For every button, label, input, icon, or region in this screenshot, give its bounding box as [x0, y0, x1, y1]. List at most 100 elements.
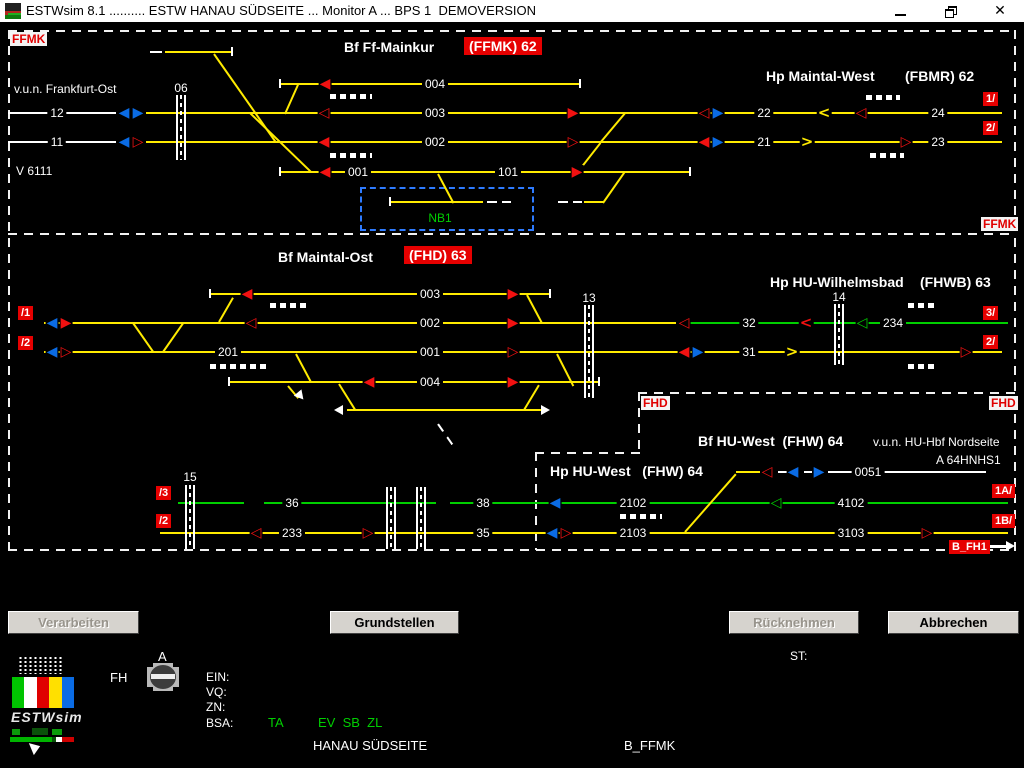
track-label-004: 004	[416, 375, 444, 389]
signal-blue-right-icon[interactable]: ▶	[131, 105, 145, 121]
neighbor-label-fhd-left: FHD	[641, 396, 670, 410]
signal-red-left-icon[interactable]: ◀	[697, 134, 711, 150]
mode-knob[interactable]	[147, 663, 179, 691]
close-button[interactable]: ✕	[985, 0, 1015, 21]
signal-red-left-outline-icon[interactable]: ◁	[249, 525, 263, 541]
platform-marker	[620, 514, 662, 519]
signal-red-right-icon[interactable]: ▶	[506, 286, 520, 302]
track-001-fhd	[44, 351, 1002, 353]
signal-red-left-outline-icon[interactable]: ◁	[317, 105, 331, 121]
signal-blue-right-icon[interactable]: ▶	[711, 134, 725, 150]
signal-red-right-icon[interactable]: ▶	[566, 105, 580, 121]
signal-blue-left-icon[interactable]: ◀	[545, 525, 559, 541]
signal-red-right-outline-icon[interactable]: ▷	[59, 344, 73, 360]
track-dash	[804, 471, 812, 473]
direction-chevron-right-icon[interactable]: >	[799, 132, 815, 151]
crossing-06	[176, 95, 178, 160]
nb1-label: NB1	[428, 211, 452, 225]
verarbeiten-button[interactable]: Verarbeiten	[8, 611, 139, 634]
region-label: HANAU SÜDSEITE	[313, 738, 428, 753]
logo-dots	[18, 656, 64, 674]
signal-red-left-outline-icon[interactable]: ◁	[854, 105, 868, 121]
entry-badge-2: /2	[18, 336, 34, 350]
direction-chevron-right-icon[interactable]: >	[784, 342, 800, 361]
signal-red-left-icon[interactable]: ◀	[240, 286, 254, 302]
abbrechen-button[interactable]: Abbrechen	[888, 611, 1019, 634]
signal-red-left-outline-icon[interactable]: ◁	[677, 315, 691, 331]
signal-red-right-outline-icon[interactable]: ▷	[899, 134, 913, 150]
track-32-green	[690, 322, 1008, 324]
signal-red-left-icon[interactable]: ◀	[677, 344, 691, 360]
signal-red-right-icon[interactable]: ▶	[506, 315, 520, 331]
signal-red-left-outline-icon[interactable]: ◁	[697, 105, 711, 121]
platform-marker	[870, 153, 904, 158]
signal-red-left-icon[interactable]: ◀	[362, 374, 376, 390]
border-left	[8, 30, 10, 551]
crossing-marker	[390, 487, 392, 549]
restore-button[interactable]	[935, 0, 965, 21]
track-label-001: 001	[416, 345, 444, 359]
entry-badge-1: /1	[18, 306, 34, 320]
signal-red-left-icon[interactable]: ◀	[318, 164, 332, 180]
signal-red-right-outline-icon[interactable]: ▷	[361, 525, 375, 541]
signal-blue-left-icon[interactable]: ◀	[548, 495, 562, 511]
track-label-233: 233	[278, 526, 306, 540]
signal-red-right-icon[interactable]: ▶	[506, 374, 520, 390]
track-segment	[584, 201, 604, 203]
crossing-15	[193, 485, 195, 549]
ta-value: TA	[268, 715, 284, 730]
track-dash	[487, 201, 497, 203]
st-label: ST:	[790, 649, 808, 663]
logo-meter-segment	[32, 728, 48, 735]
window-title: ESTWsim 8.1 .......... ESTW HANAU SÜDSEI…	[26, 3, 536, 18]
track-end-tick	[231, 47, 233, 56]
platform-marker	[270, 303, 310, 308]
continuation-arrow-left-icon	[334, 405, 343, 415]
nb1-track	[391, 201, 483, 203]
signal-blue-right-icon[interactable]: ▶	[812, 464, 826, 480]
crossing-14-label: 14	[832, 290, 846, 304]
track-label-002: 002	[416, 316, 444, 330]
signal-blue-left-icon[interactable]: ◀	[117, 134, 131, 150]
signal-red-left-outline-icon[interactable]: ◁	[760, 464, 774, 480]
signal-red-right-outline-icon[interactable]: ▷	[506, 344, 520, 360]
knob-slot	[151, 674, 175, 679]
crossing-06	[184, 95, 186, 160]
signal-red-right-outline-icon[interactable]: ▷	[920, 525, 934, 541]
signal-blue-right-icon[interactable]: ▶	[691, 344, 705, 360]
signal-red-left-icon[interactable]: ◀	[318, 76, 332, 92]
minimize-button[interactable]	[885, 0, 915, 21]
signal-red-right-outline-icon[interactable]: ▷	[131, 134, 145, 150]
direction-chevron-left-icon[interactable]: <	[816, 103, 832, 122]
direction-chevron-left-icon[interactable]: <	[798, 313, 814, 332]
signal-blue-left-icon[interactable]: ◀	[117, 105, 131, 121]
logo-meter-segment	[12, 729, 20, 735]
ruecknehmen-button[interactable]: Rücknehmen	[729, 611, 859, 634]
signal-red-left-icon[interactable]: ◀	[317, 134, 331, 150]
signal-blue-left-icon[interactable]: ◀	[45, 344, 59, 360]
track-diagonal	[526, 294, 543, 324]
continuation-dash	[437, 423, 455, 448]
signal-red-right-outline-icon[interactable]: ▷	[559, 525, 573, 541]
signal-red-left-outline-icon[interactable]: ◁	[244, 315, 258, 331]
signal-green-left-outline-icon[interactable]: ◁	[855, 315, 869, 331]
restore-icon	[944, 5, 957, 18]
signal-red-right-outline-icon[interactable]: ▷	[566, 134, 580, 150]
signal-blue-right-icon[interactable]: ▶	[711, 105, 725, 121]
signal-blue-left-icon[interactable]: ◀	[45, 315, 59, 331]
grundstellen-button[interactable]: Grundstellen	[330, 611, 459, 634]
signal-red-right-icon[interactable]: ▶	[570, 164, 584, 180]
track-label-2102: 2102	[616, 496, 650, 510]
track-002-fhd	[44, 322, 676, 324]
crossing-15	[189, 485, 191, 549]
signal-red-right-outline-icon[interactable]: ▷	[959, 344, 973, 360]
signal-green-left-outline-icon[interactable]: ◁	[769, 495, 783, 511]
signal-blue-left-icon[interactable]: ◀	[786, 464, 800, 480]
crossing-14	[834, 304, 836, 365]
crossing-marker	[386, 487, 388, 549]
border-top	[8, 30, 1016, 32]
track-segment	[736, 471, 760, 473]
exit-badge-1b: 1B/	[992, 514, 1016, 528]
signal-red-right-icon[interactable]: ▶	[59, 315, 73, 331]
track-38-2102-green	[450, 502, 1008, 504]
